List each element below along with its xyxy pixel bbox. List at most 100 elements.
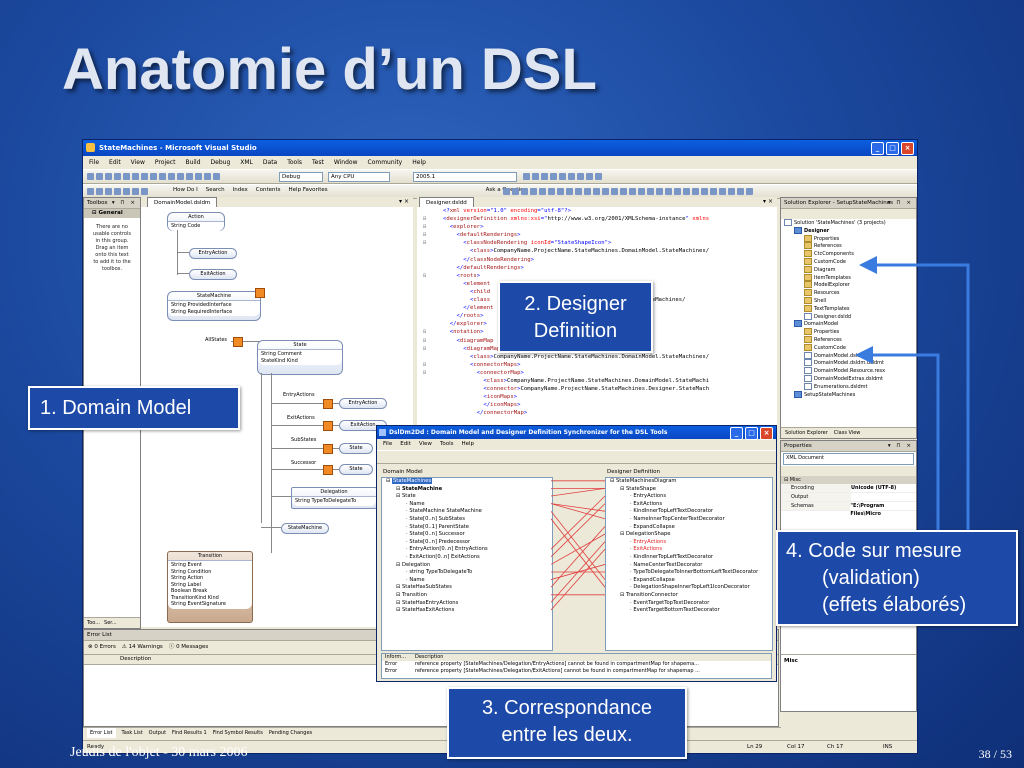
tree-node[interactable]: · TypeToDelegateToInnerBottomLeftTextDec… [630, 569, 759, 576]
collapse-icon[interactable]: ⊟ [423, 224, 427, 231]
pane-pin-icon[interactable]: ▾ ⊓ × [887, 443, 913, 449]
tree-node[interactable]: ⊟ StateHasEntryActions [396, 599, 459, 606]
tab-pending-changes[interactable]: Pending Changes [268, 730, 313, 736]
menu-item-view[interactable]: View [130, 159, 145, 166]
menu-item-test[interactable]: Test [312, 159, 324, 166]
tree-node[interactable]: ⊟ StateMachine [396, 485, 443, 492]
class-view-tab[interactable]: Class View [833, 430, 861, 436]
warnings-filter-button[interactable]: ⚠ 14 Warnings [121, 644, 163, 650]
tree-node[interactable]: · StateMachine StateMachine [406, 508, 482, 515]
solution-item[interactable]: Designer [781, 226, 916, 235]
tab-find-symbol-results[interactable]: Find Symbol Results [212, 730, 263, 736]
state-successor-ref[interactable]: State [339, 464, 373, 475]
menu-item-data[interactable]: Data [262, 159, 278, 166]
solution-item[interactable]: Solution 'StateMachines' (3 projects) [781, 219, 916, 227]
menu-item-community[interactable]: Community [367, 159, 403, 166]
tab-designer-definition[interactable]: Designer.dsldd [419, 197, 474, 208]
property-row[interactable]: Output [781, 493, 916, 502]
toolbar-icons-2[interactable] [523, 173, 602, 180]
solution-item[interactable]: References [781, 335, 916, 344]
dialog-minimize-button[interactable]: _ [730, 427, 743, 440]
solution-explorer-toolbar[interactable] [781, 209, 916, 219]
description-column-header[interactable]: Description [415, 654, 444, 660]
action-shape[interactable]: Action String Code [167, 212, 225, 231]
menu-item-help[interactable]: Help [412, 159, 426, 166]
solution-item[interactable]: Diagram [781, 265, 916, 274]
pane-pin-icon[interactable]: ▾ ⊓ × [111, 200, 137, 206]
dialog-menu-help[interactable]: Help [461, 441, 475, 447]
dialog-menu-view[interactable]: View [418, 441, 432, 447]
solution-item[interactable]: ItemTemplates [781, 273, 916, 282]
dialog-menu-file[interactable]: File [383, 441, 393, 447]
maximize-button[interactable]: □ [886, 142, 899, 155]
menu-item-build[interactable]: Build [185, 159, 201, 166]
property-row[interactable]: Schemas"E:\Program Files\Micro [781, 502, 916, 517]
tree-node[interactable]: ⊟ DelegationShape [620, 531, 671, 538]
expand-icon[interactable]: ⊟ [396, 591, 402, 598]
tree-node[interactable]: · ExitActions [630, 500, 663, 507]
find-combo[interactable]: 2005.1 [413, 172, 517, 182]
dialog-menu-tools[interactable]: Tools [439, 441, 454, 447]
solution-item[interactable]: DomainModel.dsldm [781, 351, 916, 360]
tree-node[interactable]: · EntryAction[0..n] EntryActions [406, 546, 488, 553]
tab-find-results-1[interactable]: Find Results 1 [172, 730, 207, 736]
minimize-button[interactable]: _ [871, 142, 884, 155]
tree-node[interactable]: · Name [406, 576, 425, 583]
toolbar-icons[interactable] [87, 173, 220, 180]
expand-icon[interactable]: ⊟ [396, 607, 402, 614]
menu-item-project[interactable]: Project [154, 159, 176, 166]
tree-node[interactable]: · State[0..n] Successor [406, 531, 465, 538]
tab-domain-model[interactable]: DomainModel.dsldm [147, 197, 218, 208]
expand-icon[interactable]: ⊟ [396, 599, 402, 606]
help-toolbar-how-do-i[interactable]: How Do I [173, 187, 198, 193]
pane-pin-icon[interactable]: ▾ ⊓ × [887, 200, 913, 206]
errors-filter-button[interactable]: ⊗ 0 Errors [88, 644, 116, 650]
tree-node[interactable]: · EventTargetBottomTextDecorator [630, 607, 720, 614]
tab-task-list[interactable]: Task List [121, 730, 143, 736]
messages-filter-button[interactable]: ⓘ 0 Messages [168, 644, 209, 650]
collapse-icon[interactable]: ⊟ [423, 337, 427, 344]
delegation-shape[interactable]: Delegation String TypeToDelegateTo [291, 487, 377, 509]
help-toolbar-search[interactable]: Search [205, 187, 225, 193]
properties-toolbar[interactable] [781, 466, 916, 476]
domain-model-tree[interactable]: ⊟ StateMachines⊟ StateMachine⊟ State · Na… [381, 477, 553, 651]
menu-item-window[interactable]: Window [333, 159, 358, 166]
tree-node[interactable]: · ExpandCollapse [630, 523, 675, 530]
tree-node[interactable]: ⊟ State [396, 493, 416, 500]
dialog-menu-edit[interactable]: Edit [400, 441, 411, 447]
solution-item[interactable]: ModelExplorer [781, 281, 916, 289]
info-column-header[interactable]: Inform... [385, 654, 407, 660]
solution-item[interactable]: Resources [781, 289, 916, 297]
tree-node[interactable]: ⊟ StateMachines [386, 478, 433, 484]
solution-item[interactable]: Properties [781, 328, 916, 336]
solution-item[interactable]: Shell [781, 296, 916, 305]
solution-item[interactable]: CtcComponents [781, 250, 916, 258]
expand-icon[interactable]: ⊟ [620, 591, 626, 598]
tree-node[interactable]: · EventTargetTopTextDecorator [630, 599, 710, 606]
solution-item[interactable]: Enumerations.dsldmt [781, 382, 916, 391]
menu-item-xml[interactable]: XML [240, 159, 253, 166]
tree-node[interactable]: · DelegationShapeInnerTopLeft1IconDecora… [630, 584, 750, 591]
tree-node[interactable]: · ExitActions [630, 546, 663, 553]
menu-item-edit[interactable]: Edit [109, 159, 121, 166]
tree-node[interactable]: · KindInnerTopLeftTextDecorator [630, 508, 714, 515]
close-tab-icon[interactable]: ▾ × [399, 198, 409, 205]
solution-explorer-tab[interactable]: Solution Explorer [785, 430, 828, 436]
expand-icon[interactable]: ⊟ [610, 478, 616, 484]
tree-node[interactable]: · NameInnerTopCenterTextDecorator [630, 515, 725, 522]
state-substate-ref[interactable]: State [339, 443, 373, 454]
collapse-icon[interactable]: ⊟ [423, 345, 427, 352]
solution-item[interactable]: DomainModel [781, 320, 916, 328]
tree-node[interactable]: ⊟ StateShape [620, 485, 656, 492]
exit-action-shape[interactable]: ExitAction [189, 269, 237, 280]
tree-node[interactable]: · KindInnerTopLeftTextDecorator [630, 553, 714, 560]
tree-node[interactable]: ⊟ StateMachinesDiagram [610, 478, 677, 484]
tree-node[interactable]: · State[0..1] ParentState [406, 523, 469, 530]
dialog-toolbar[interactable] [377, 450, 776, 464]
toolbox-tab[interactable]: Too... [87, 620, 101, 626]
